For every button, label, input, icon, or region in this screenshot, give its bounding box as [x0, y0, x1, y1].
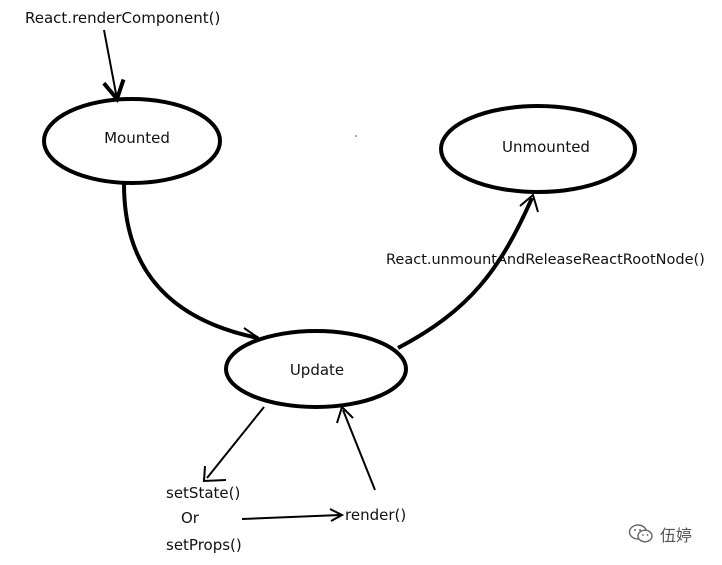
- arrow-setstate-to-render: [241, 514, 341, 520]
- arrow-update-to-setstate: [206, 406, 265, 479]
- arrowhead-mounted-to-update: [243, 327, 263, 347]
- watermark: 伍婷: [628, 522, 692, 546]
- stray-dot: [355, 135, 357, 137]
- unmount-release-label: React.unmountAndReleaseReactRootNode(): [386, 252, 705, 268]
- arrowhead-setstate-to-render: [329, 508, 345, 522]
- render-label: render(): [345, 506, 407, 524]
- arrow-render-component: [104, 29, 117, 99]
- update-node: [224, 329, 408, 409]
- mounted-label: Mounted: [104, 129, 170, 147]
- mounted-node: [42, 97, 222, 185]
- update-label: Update: [289, 361, 345, 379]
- unmounted-label: Unmounted: [502, 138, 590, 156]
- setprops-label: setProps(): [166, 536, 242, 554]
- render-component-label: React.renderComponent(): [25, 9, 221, 27]
- setstate-label: setState(): [166, 484, 241, 502]
- arrow-update-to-unmounted: [397, 197, 534, 350]
- watermark-text: 伍婷: [660, 526, 693, 545]
- arrow-render-to-update: [342, 409, 376, 491]
- arrow-mounted-to-update: [122, 183, 259, 340]
- arrowhead-render-to-update: [336, 405, 354, 424]
- wechat-icon: [628, 524, 653, 543]
- arrowhead-update-to-unmounted: [519, 193, 539, 213]
- unmounted-node: [439, 104, 637, 194]
- or-label: Or: [181, 509, 199, 527]
- arrowhead-update-to-setstate: [202, 465, 227, 483]
